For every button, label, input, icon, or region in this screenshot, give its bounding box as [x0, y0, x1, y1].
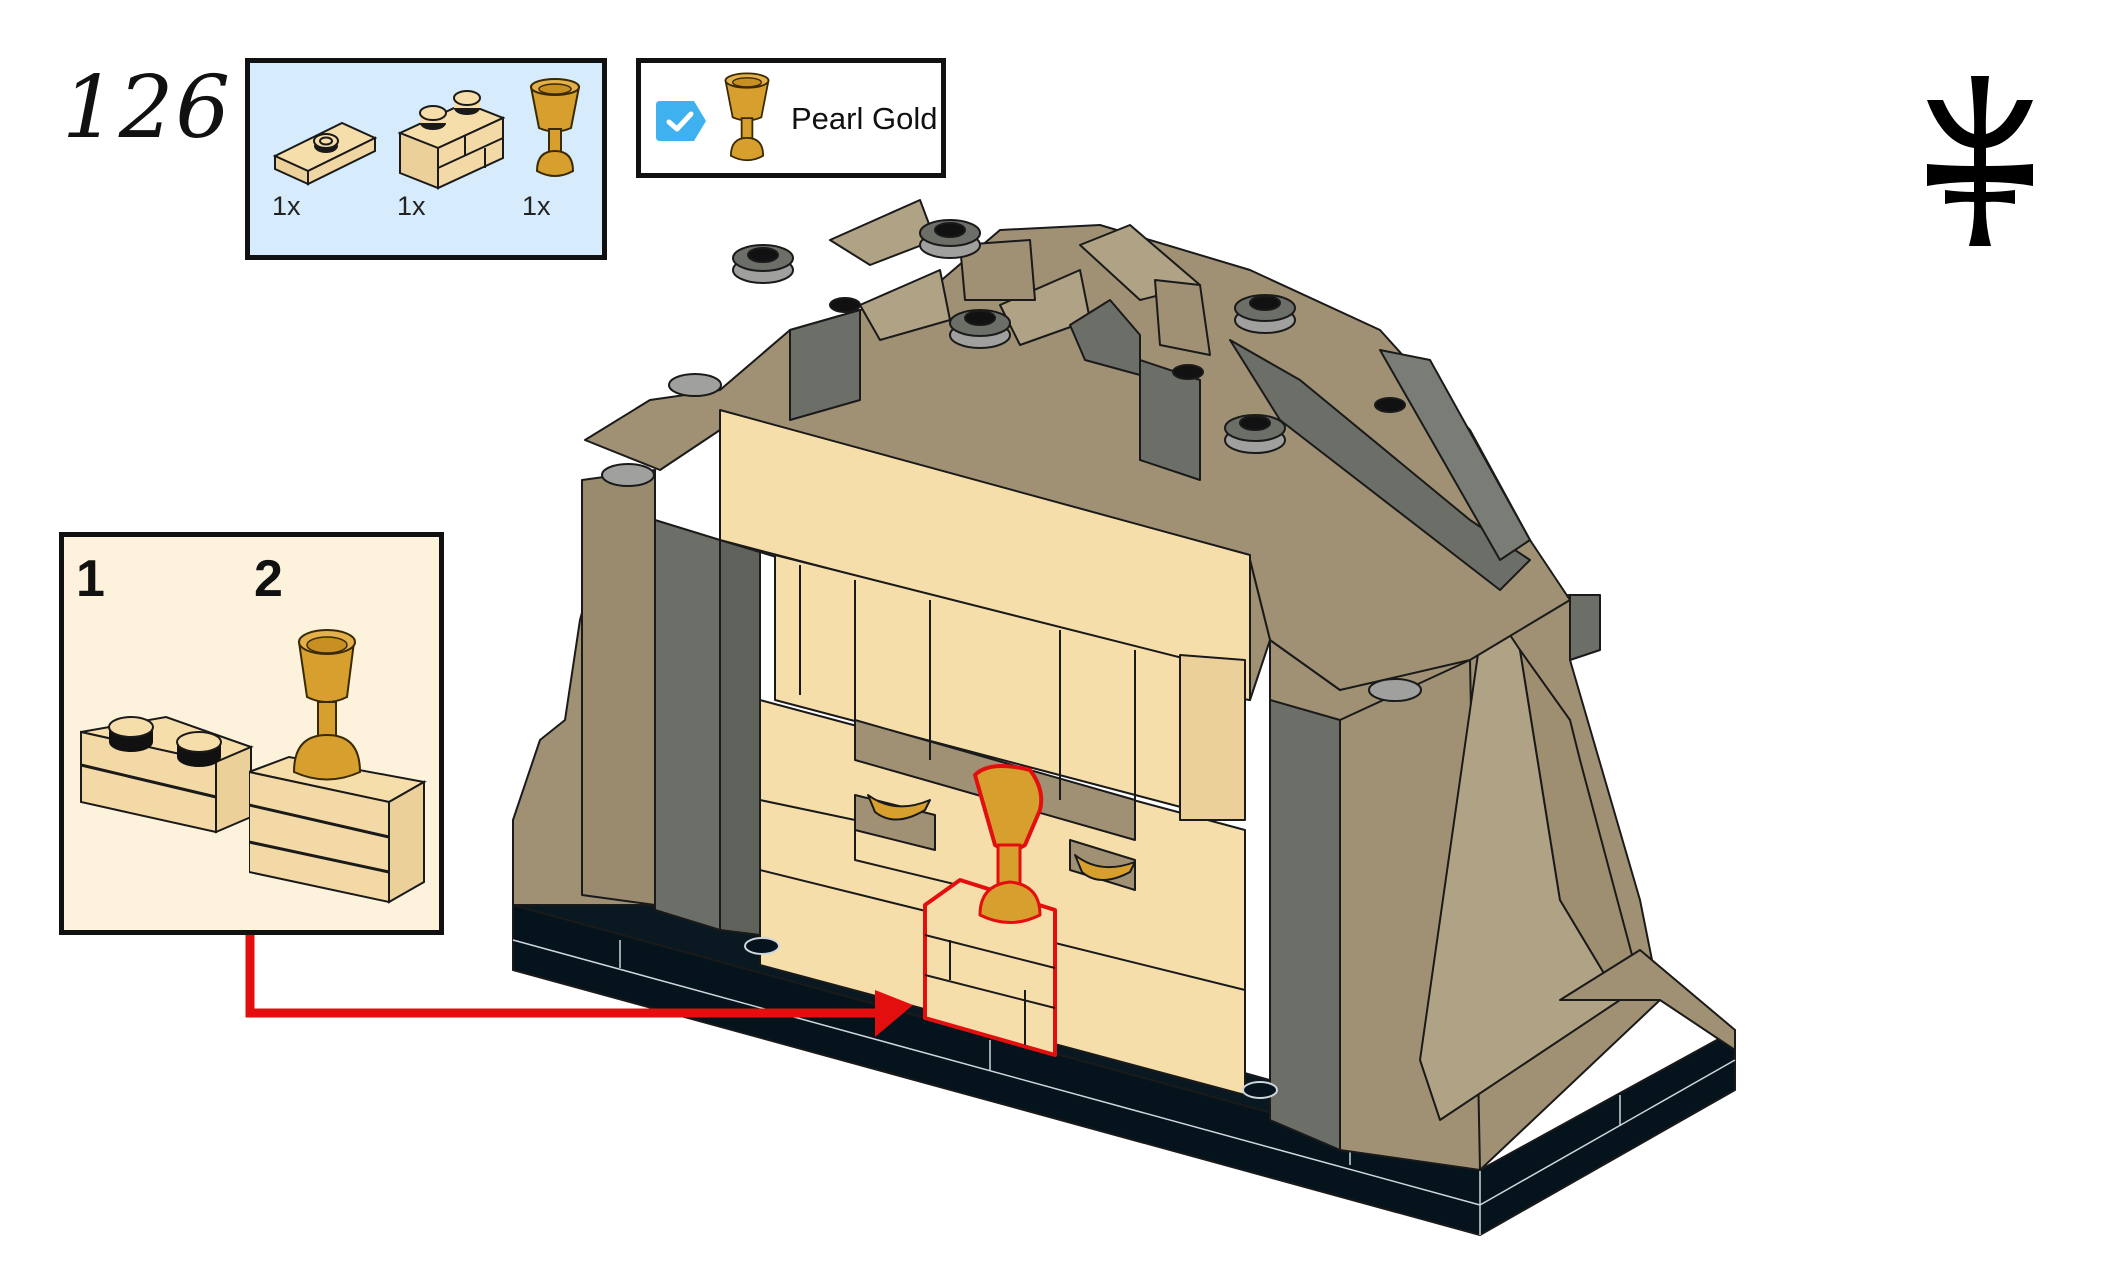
- part-masonry-brick-icon: [397, 90, 506, 190]
- stud: [668, 373, 722, 397]
- stud: [1374, 397, 1406, 413]
- stud: [1224, 414, 1286, 454]
- stud: [1368, 678, 1422, 702]
- round-studs: [601, 219, 1422, 702]
- niche-goblets: [867, 794, 1136, 881]
- sub-step-1-number: 1: [76, 550, 105, 608]
- patriarchal-cross-icon: [1927, 76, 2033, 246]
- pearl-gold-goblet-swatch-icon: [724, 72, 770, 162]
- parts-list-box: 1x 1x 1x: [245, 58, 607, 260]
- stud: [949, 309, 1011, 349]
- callout-arrow: [245, 935, 913, 1037]
- color-name-label: Pearl Gold: [791, 101, 938, 136]
- part-qty-3: 1x: [522, 191, 551, 221]
- part-goblet-icon: [529, 78, 581, 177]
- sub-step-1-brick-icon: [80, 715, 254, 834]
- sub-step-2-brick-goblet-icon: [249, 629, 427, 904]
- stud: [732, 244, 794, 284]
- stud: [919, 219, 981, 259]
- sub-step-2-number: 2: [254, 550, 283, 608]
- new-part-highlight: [923, 764, 1057, 1057]
- step-number: 126: [62, 58, 233, 158]
- left-rock: [512, 469, 761, 936]
- right-rock: [1269, 594, 1736, 1171]
- check-tag-icon[interactable]: [656, 101, 708, 141]
- base-studs: [744, 937, 1278, 1099]
- part-plate-jumper-icon: [272, 121, 378, 186]
- part-qty-2: 1x: [397, 191, 426, 221]
- stud: [1234, 294, 1296, 334]
- stud: [601, 463, 655, 487]
- sub-assembly-callout: 1 2: [59, 532, 444, 935]
- part-qty-1: 1x: [272, 191, 301, 221]
- color-indicator-box: Pearl Gold: [636, 58, 946, 178]
- stud: [829, 297, 861, 313]
- stud: [1172, 364, 1204, 380]
